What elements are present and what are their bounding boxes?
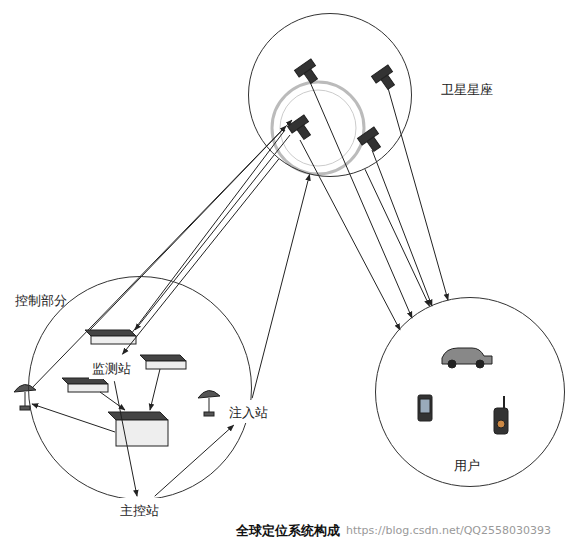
antenna-dishes [14, 384, 220, 416]
station-label: 注入站 [226, 400, 271, 423]
signal-arrow [114, 381, 137, 496]
signal-arrow [155, 425, 234, 496]
group-heading: 卫星星座 [441, 82, 493, 98]
group-circle: 卫星星座 [248, 13, 412, 177]
user-devices [418, 348, 508, 434]
signal-arrow [365, 169, 430, 306]
watermark: https://blog.csdn.net/QQ2558030393 [346, 524, 551, 537]
station-name: 监测站 [92, 361, 131, 376]
stamp [272, 82, 364, 174]
signal-arrow [252, 174, 309, 398]
group-circle: 控制部分监测站注入站主控站 [28, 276, 252, 500]
station-label: 监测站 [89, 356, 134, 379]
station-name: 主控站 [120, 503, 159, 518]
group-circle: 用户 [375, 297, 565, 487]
signal-arrow [122, 159, 278, 354]
figure-caption: 全球定位系统构成 [236, 522, 340, 540]
signal-lines [30, 82, 448, 390]
station-name: 注入站 [229, 405, 268, 420]
satellites [288, 59, 400, 155]
group-heading: 控制部分 [15, 293, 67, 309]
group-heading: 用户 [454, 458, 480, 474]
station-label: 主控站 [117, 498, 162, 521]
